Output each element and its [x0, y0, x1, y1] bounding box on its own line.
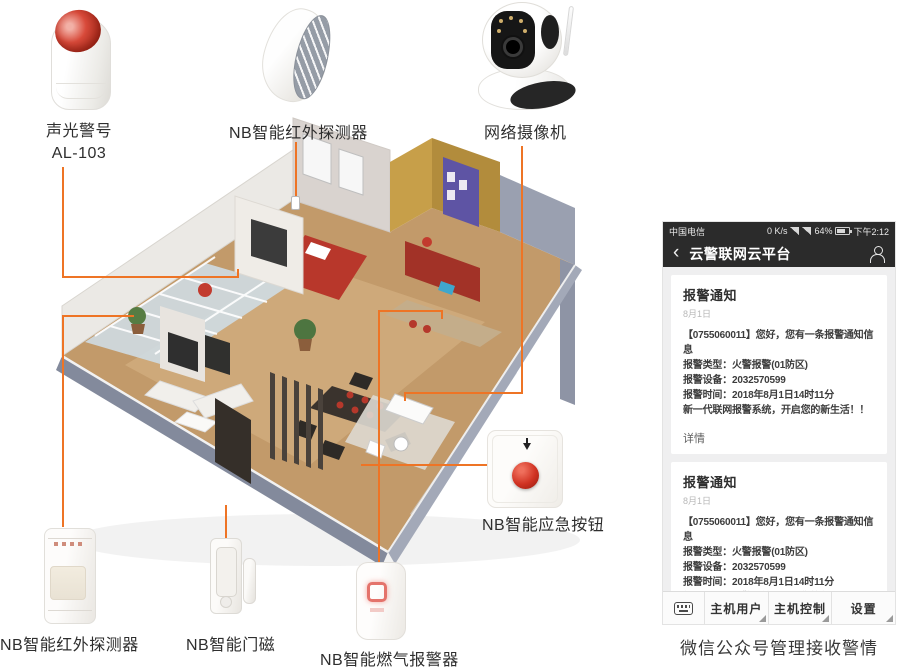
detail-link[interactable]: 详情	[683, 433, 705, 445]
notification-line: 新一代联网报警系统，开启您的新生活！！	[683, 590, 875, 591]
menu-corner-triangle-icon	[886, 615, 894, 622]
notification-list: 报警通知 8月1日 【0755060011】您好，您有一条报警通知信息 报警类型…	[663, 267, 895, 591]
toolbar-item-label: 设置	[850, 601, 877, 616]
connector-gas-v	[378, 310, 380, 562]
page-title: 云警联网云平台	[689, 245, 791, 262]
connector-pir-left-v	[62, 315, 64, 527]
notification-line: 报警类型：火警报警(01防区)	[683, 360, 808, 371]
notification-line: 【0755060011】您好，您有一条报警通知信息	[683, 517, 874, 543]
pir-detector-left-device	[40, 526, 98, 626]
battery-percent: 64%	[814, 226, 833, 236]
notification-line: 报警设备：2032570599	[683, 375, 786, 386]
connector-siren-h	[62, 276, 239, 278]
camera-lens-icon	[503, 37, 523, 57]
network-speed: 0 K/s	[766, 226, 788, 236]
siren-label: 声光警号 AL-103	[46, 121, 112, 164]
notification-line: 报警时间：2018年8月1日14时11分	[683, 390, 835, 401]
camera-side-speaker	[541, 15, 559, 49]
siren-label-line1: 声光警号	[46, 123, 113, 140]
notification-line: 【0755060011】您好，您有一条报警通知信息	[683, 330, 874, 356]
notification-title: 报警通知	[683, 288, 738, 303]
notification-card[interactable]: 报警通知 8月1日 【0755060011】您好，您有一条报警通知信息 报警类型…	[671, 462, 887, 591]
emergency-button-arrow-icon	[523, 443, 531, 454]
phone-status-bar: 中国电信 0 K/s 64% 下午2:12	[663, 222, 895, 240]
notification-card[interactable]: 报警通知 8月1日 【0755060011】您好，您有一条报警通知信息 报警类型…	[671, 275, 887, 454]
back-chevron-icon[interactable]: ‹	[673, 242, 680, 263]
notification-line: 报警时间：2018年8月1日14时11分	[683, 577, 835, 588]
signal-icon	[790, 227, 800, 235]
notification-date: 8月1日	[683, 496, 712, 506]
gas-alarm-mark	[370, 608, 384, 612]
door-magnet-main	[210, 538, 242, 614]
notification-line: 报警设备：2032570599	[683, 562, 786, 573]
camera-face	[491, 11, 535, 69]
battery-icon	[835, 227, 853, 235]
gas-alarm-label: NB智能燃气报警器	[320, 652, 459, 669]
wall-sensor	[291, 196, 300, 210]
notification-title: 报警通知	[683, 475, 738, 490]
camera-head	[482, 2, 562, 78]
connector-emergency-h	[361, 464, 488, 466]
pir-detector-top-device	[250, 1, 350, 109]
gas-alarm-body	[356, 562, 406, 640]
pir-left-led-row	[54, 542, 82, 546]
notification-date: 8月1日	[683, 309, 712, 319]
door-magnet-label: NB智能门磁	[186, 637, 276, 654]
toolbar-item-label: 主机用户	[710, 601, 763, 616]
emergency-button-device	[487, 430, 563, 508]
connector-siren-v	[62, 167, 64, 277]
connector-camera-h	[404, 392, 523, 394]
toolbar-item-label: 主机控制	[774, 601, 827, 616]
gas-alarm-ring	[367, 582, 387, 602]
toolbar-item-host-control[interactable]: 主机控制	[769, 592, 833, 624]
connector-camera-tick	[404, 392, 406, 401]
connector-pir-top-v	[295, 142, 297, 198]
notification-body: 【0755060011】您好，您有一条报警通知信息 报警类型：火警报警(01防区…	[683, 515, 875, 591]
notification-line: 报警类型：火警报警(01防区)	[683, 547, 808, 558]
phone-screenshot: 中国电信 0 K/s 64% 下午2:12 ‹ 云警联网云平台 报警通知 8月1…	[663, 222, 895, 624]
connector-door-magnet-v	[225, 505, 227, 562]
connector-pir-left-h	[62, 315, 134, 317]
house-floorplan-illustration	[56, 117, 582, 566]
menu-corner-triangle-icon	[758, 615, 766, 622]
siren-device	[46, 5, 116, 118]
siren-label-line2: AL-103	[51, 144, 107, 162]
network-camera-device	[466, 2, 600, 116]
notification-line: 新一代联网报警系统，开启您的新生活！！	[683, 405, 870, 416]
connector-siren-tick	[237, 269, 239, 278]
notification-body: 【0755060011】您好，您有一条报警通知信息 报警类型：火警报警(01防区…	[683, 328, 875, 418]
connector-gas-h	[378, 310, 443, 312]
emergency-button-label: NB智能应急按钮	[482, 517, 605, 534]
gas-alarm-device	[352, 560, 410, 644]
emergency-button-red-button	[512, 462, 539, 489]
pir-top-label: NB智能红外探测器	[229, 125, 368, 142]
connector-camera-v	[521, 146, 523, 394]
carrier-label: 中国电信	[669, 226, 706, 237]
keyboard-toggle-button[interactable]	[663, 592, 705, 624]
door-magnet-bar	[243, 558, 256, 604]
pir-left-lens-window	[50, 566, 86, 600]
phone-caption: 微信公众号管理接收警情	[680, 639, 878, 658]
toolbar-item-settings[interactable]: 设置	[832, 592, 895, 624]
toolbar-item-host-user[interactable]: 主机用户	[705, 592, 769, 624]
door-magnet-device	[202, 524, 262, 626]
phone-nav-bar: ‹ 云警联网云平台	[663, 240, 895, 267]
clock-label: 下午2:12	[853, 226, 889, 237]
pir-left-label: NB智能红外探测器	[0, 637, 139, 654]
phone-toolbar: 主机用户 主机控制 设置	[663, 591, 895, 624]
wifi-icon	[802, 227, 812, 235]
contact-person-icon[interactable]	[870, 246, 885, 263]
connector-gas-tick	[441, 310, 443, 319]
camera-label: 网络摄像机	[484, 125, 567, 142]
keyboard-icon	[674, 601, 693, 615]
menu-corner-triangle-icon	[822, 615, 830, 622]
camera-antenna	[562, 5, 575, 57]
